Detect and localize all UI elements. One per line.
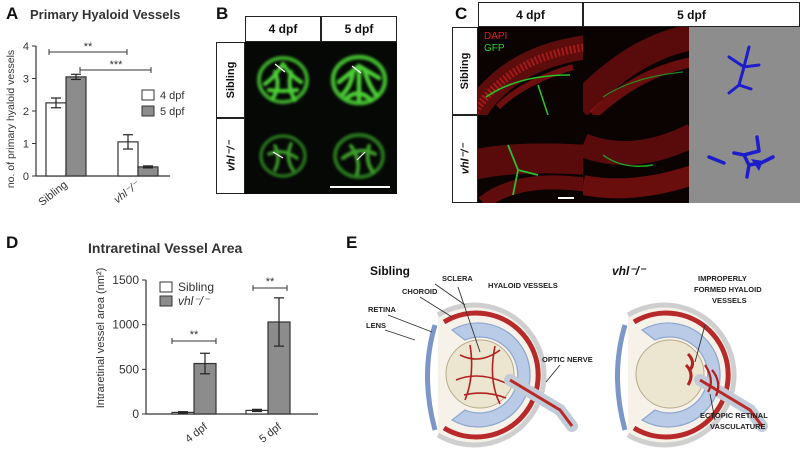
panel-a-sig-bracket-2 [79,67,152,73]
panel-c-image-sibling-4dpf: DAPI GFP [478,27,583,115]
label-vessels: VESSELS [712,296,747,305]
panel-d-ytick-label: 1000 [112,318,139,332]
panel-d-legend-label-2: vhl⁻/⁻ [178,294,211,308]
panel-d-ytick-label: 0 [132,407,139,421]
panel-c-render-vhl-5dpf [689,115,800,203]
panel-e-diagram: SCLERA CHOROID HYALOID VESSELS RETINA LE… [366,274,768,448]
panel-c-scale-bar [558,197,574,199]
panel-d-xtick-1: 4 dpf [183,420,210,445]
panel-b-row-label-sibling: Sibling [216,42,245,118]
label-vasculature: VASCULATURE [710,422,766,431]
panel-c-row-label-vhl-text: vhl⁻/⁻ [459,143,472,175]
panel-letter-a: A [6,4,19,23]
panel-c-row-label-sibling-text: Sibling [459,52,471,90]
sibling-eye-schematic [384,283,578,448]
panel-a-legend-label-2: 5 dpf [160,106,185,118]
panel-letter-b: B [216,4,229,23]
panel-a-title: Primary Hyaloid Vessels [30,7,181,22]
panel-a-ytick-label: 0 [23,171,29,183]
panel-b-col-label-5dpf: 5 dpf [321,16,397,42]
panel-d-sig-label-2: ** [266,276,275,288]
panel-c-image-sibling-5dpf-section [583,27,689,115]
label-sclera: SCLERA [442,274,473,283]
panel-a-ytick-label: 4 [23,41,29,53]
panel-c-channel-gfp: GFP [484,43,505,54]
panel-letter-e: E [346,233,358,252]
panel-b-image-vhl-5dpf [321,118,397,194]
label-improperly: IMPROPERLY [698,274,747,283]
panel-c-render-sibling-5dpf [689,27,800,115]
panel-c-row-label-vhl: vhl⁻/⁻ [452,115,478,203]
label-choroid: CHOROID [402,287,438,296]
panel-letter-c: C [455,4,468,23]
panel-a-xtick-1: Sibling [36,179,69,209]
panel-d-sig-bracket-1 [171,338,217,344]
label-retina: RETINA [368,305,397,314]
panel-b-scale-bar [330,186,390,188]
panel-a-ytick-label: 2 [23,106,29,118]
label-optic-nerve: OPTIC NERVE [542,355,593,364]
panel-a-sig-label-2: *** [110,59,124,71]
panel-b-image-vhl-4dpf [245,118,321,194]
panel-a-bar [65,76,87,177]
panel-d-ytick-label: 500 [119,362,139,376]
label-ectopic-retinal: ECTOPIC RETINAL [700,411,768,420]
panel-d-chart: Intraretinal vessel area (nm²) 0 500 1000 1… [95,268,318,445]
panel-c-image-vhl-5dpf-section [583,115,689,203]
panel-a-sig-bracket-1 [48,49,128,55]
panel-d-ylabel: Intraretinal vessel area (nm²) [95,268,107,409]
panel-d-sig-bracket-2 [252,285,288,291]
panel-c-col-label-4dpf: 4 dpf [478,2,583,27]
label-lens: LENS [366,321,386,330]
panel-d-title: Intraretinal Vessel Area [88,240,243,256]
panel-a-ylabel: no. of primary hyaloid vessels [5,50,17,188]
panel-e-right-title: vhl⁻/⁻ [612,264,646,278]
panel-d-legend-swatch-1 [159,281,173,293]
panel-b-row-label-vhl-text: vhl⁻/⁻ [225,140,237,172]
panel-b-row-label-vhl: vhl⁻/⁻ [216,118,245,194]
panel-a-legend-swatch-2 [141,105,155,117]
panel-d-xtick-2: 5 dpf [257,420,284,445]
panel-b-col-label-4dpf: 4 dpf [245,16,321,42]
panel-c-channel-dapi: DAPI [484,31,508,42]
panel-d-ytick-label: 1500 [112,273,139,287]
panel-a-sig-label-1: ** [84,41,93,53]
panel-c-row-label-sibling: Sibling [452,27,478,115]
panel-c-image-vhl-4dpf [478,115,583,203]
panel-a-legend-swatch-1 [141,89,155,101]
panel-d-legend-label-1: Sibling [178,280,214,294]
label-formed-hyaloid: FORMED HYALOID [694,285,762,294]
panel-a-bar [45,102,67,177]
panel-d-sig-label-1: ** [190,329,199,341]
panel-e-left-title: Sibling [370,264,410,278]
panel-a-legend-label-1: 4 dpf [160,90,185,102]
label-hyaloid-vessels: HYALOID VESSELS [488,281,558,290]
panel-d-legend-swatch-2 [159,295,173,307]
vhl-eye-schematic [615,302,768,448]
panel-c-col-label-5dpf: 5 dpf [583,2,800,27]
panel-b-image-sibling-4dpf [245,42,321,118]
panel-a-ytick-label: 1 [23,139,29,151]
panel-b-image-sibling-5dpf [321,42,397,118]
panel-letter-d: D [6,233,19,252]
panel-b-row-label-sibling-text: Sibling [224,61,237,99]
panel-a-ytick-label: 3 [23,74,29,86]
panel-a-xtick-2: vhl⁻/⁻ [112,178,143,206]
